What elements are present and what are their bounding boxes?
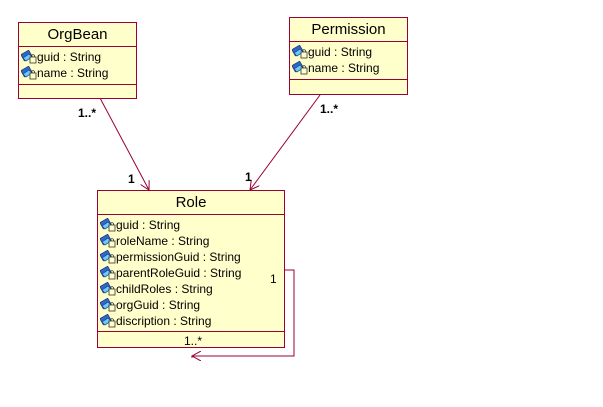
attribute-row[interactable]: guid : String: [98, 217, 284, 233]
attribute-row[interactable]: roleName : String: [98, 233, 284, 249]
attribute-row[interactable]: guid : String: [290, 44, 407, 60]
attribute-icon: [99, 217, 116, 232]
attribute-list: guid : String name : String: [19, 47, 136, 85]
attribute-icon: [99, 233, 116, 248]
attribute-row[interactable]: name : String: [19, 65, 136, 81]
attribute-icon: [99, 249, 116, 264]
attribute-row[interactable]: orgGuid : String: [98, 297, 284, 313]
multiplicity-permission-source: 1..*: [320, 102, 339, 116]
attribute-icon: [99, 265, 116, 280]
attribute-text: parentRoleGuid : String: [116, 266, 242, 280]
attribute-row[interactable]: permissionGuid : String: [98, 249, 284, 265]
attribute-text: guid : String: [37, 50, 102, 64]
attribute-text: roleName : String: [116, 234, 210, 248]
multiplicity-orgbean-target: 1: [128, 172, 135, 186]
multiplicity-orgbean-source: 1..*: [78, 106, 97, 120]
attribute-icon: [99, 313, 116, 328]
association-permission-role[interactable]: [250, 94, 321, 190]
attribute-row[interactable]: discription : String: [98, 313, 284, 329]
attribute-text: name : String: [308, 61, 380, 75]
attribute-icon: [99, 281, 116, 296]
multiplicity-role-self-source: 1: [270, 272, 277, 286]
class-name: Role: [98, 191, 284, 215]
attribute-icon: [291, 60, 308, 75]
attribute-text: orgGuid : String: [116, 298, 201, 312]
attribute-row[interactable]: name : String: [290, 60, 407, 76]
attribute-text: permissionGuid : String: [116, 250, 241, 264]
attribute-text: guid : String: [308, 45, 373, 59]
attribute-text: guid : String: [116, 218, 181, 232]
attribute-row[interactable]: parentRoleGuid : String: [98, 265, 284, 281]
attribute-icon: [99, 297, 116, 312]
association-orgbean-role[interactable]: [99, 97, 149, 190]
attribute-icon: [20, 49, 37, 64]
attribute-row[interactable]: guid : String: [19, 49, 136, 65]
attribute-text: childRoles : String: [116, 282, 213, 296]
class-name: Permission: [290, 18, 407, 42]
attribute-row[interactable]: childRoles : String: [98, 281, 284, 297]
attribute-list: guid : String roleName : String permissi…: [98, 215, 284, 332]
class-name: OrgBean: [19, 23, 136, 47]
attribute-list: guid : String name : String: [290, 42, 407, 80]
multiplicity-role-self-target: 1..*: [184, 334, 203, 348]
class-role[interactable]: Role guid : String roleName : String per…: [97, 190, 285, 348]
attribute-icon: [291, 44, 308, 59]
attribute-icon: [20, 65, 37, 80]
attribute-text: name : String: [37, 66, 109, 80]
class-orgbean[interactable]: OrgBean guid : String name : String: [18, 22, 137, 99]
attribute-text: discription : String: [116, 314, 212, 328]
class-permission[interactable]: Permission guid : String name : String: [289, 17, 408, 95]
multiplicity-permission-target: 1: [245, 170, 252, 184]
